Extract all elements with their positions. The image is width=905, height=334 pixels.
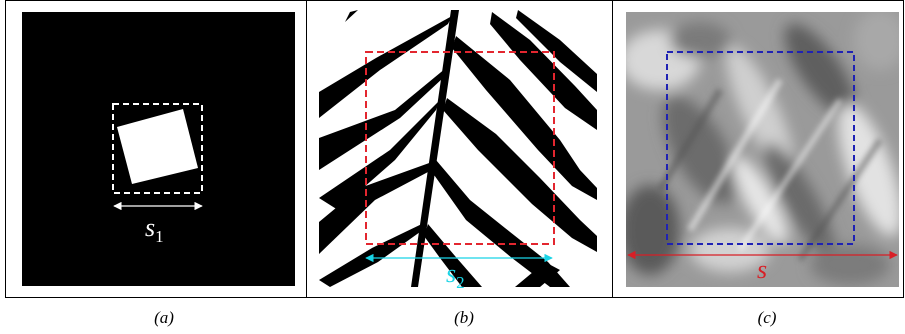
caption-a: (a) [104, 308, 224, 328]
panel-c: s [620, 10, 905, 287]
caption-c: (c) [707, 308, 827, 328]
panel-a: s1 [22, 12, 295, 286]
caption-b: (b) [404, 308, 524, 328]
panel-c-size-label: s [757, 255, 767, 284]
panel-b: s2 [319, 10, 597, 292]
